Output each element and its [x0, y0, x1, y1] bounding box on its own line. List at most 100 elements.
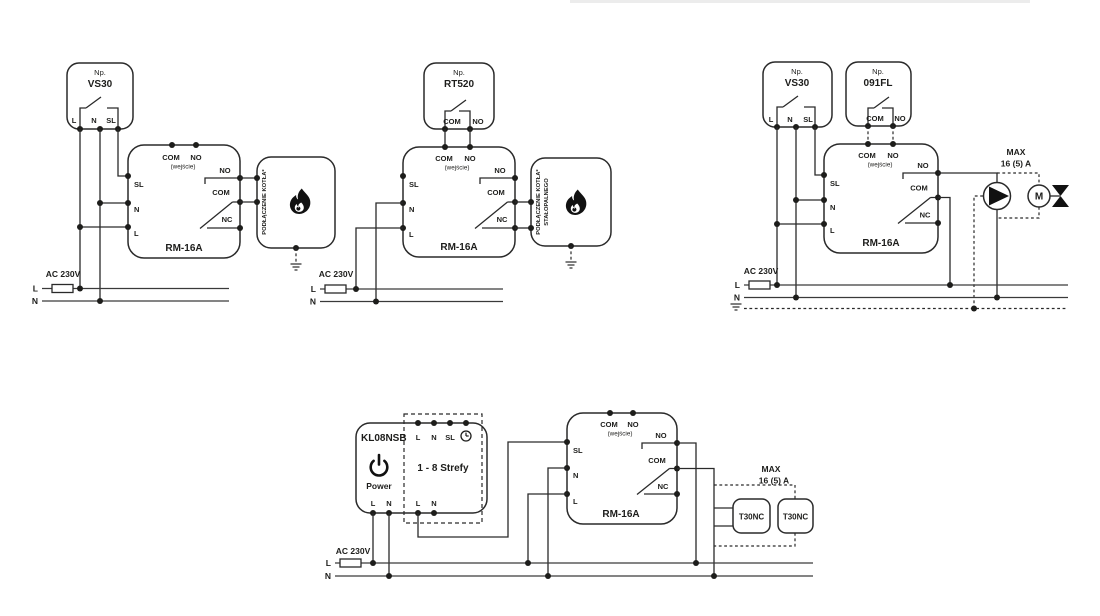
fuse	[324, 284, 347, 294]
relay-out-nc: NC	[658, 482, 669, 491]
thermostat-model-label: RT520	[444, 79, 474, 90]
controller-model-label: KL08NSB	[361, 433, 407, 444]
switch-symbol	[776, 95, 816, 127]
relay-out-nc: NC	[222, 215, 233, 224]
wire-n	[375, 202, 403, 301]
relay-input-no: NO	[190, 153, 201, 162]
np-label: Np.	[872, 67, 884, 76]
relay-input-no: NO	[627, 420, 638, 429]
relay-term-n: N	[134, 205, 139, 214]
relay-input-com: COM	[858, 151, 876, 160]
zone-top-n-label: N	[431, 433, 436, 442]
controller-out-l-label: L	[371, 499, 376, 508]
np-label: Np.	[791, 67, 803, 76]
motor-label: M	[1035, 192, 1043, 203]
supply-label: AC 230V	[319, 269, 354, 279]
wire-l	[527, 493, 567, 563]
relay-term-sl: SL	[573, 446, 583, 455]
relay-input-no: NO	[887, 151, 898, 160]
wire-zone-to-sl	[417, 441, 567, 538]
supply-label: AC 230V	[744, 266, 779, 276]
relay-input-note: (wejście)	[171, 164, 196, 171]
motor-icon: M	[1027, 184, 1051, 208]
relay-out-no: NO	[494, 166, 505, 175]
relay-term-sl: SL	[134, 180, 144, 189]
terminal-label-com: COM	[866, 114, 884, 123]
relay-contact-symbol	[474, 177, 515, 230]
max-label-line1: MAX	[762, 464, 781, 474]
switch-symbol	[79, 96, 119, 128]
relay-module-box	[127, 144, 241, 259]
power-icon	[369, 453, 389, 477]
actuator1-label: T30NC	[739, 513, 765, 522]
fuse	[51, 283, 74, 294]
relay-input-com: COM	[162, 153, 180, 162]
relay-model-label: RM-16A	[602, 509, 639, 520]
relay-term-l: L	[134, 229, 139, 238]
terminal-label-sl: SL	[106, 116, 116, 125]
dashed-parallel-branch	[997, 172, 1040, 219]
line-n-label: N	[310, 297, 316, 307]
np-label: Np.	[94, 68, 106, 77]
boiler-label-line2: STAŁOPALNEGO	[544, 178, 550, 226]
terminal-label-sl: SL	[803, 115, 813, 124]
relay-term-sl: SL	[830, 179, 840, 188]
zone-dashed-box	[403, 413, 483, 524]
fuse	[748, 280, 771, 290]
page-top-divider	[570, 0, 1030, 3]
zones-label: 1 - 8 Strefy	[417, 463, 469, 474]
wire-no-to-l	[677, 442, 697, 563]
line-l-label: L	[735, 280, 740, 290]
max-label-line1: MAX	[1007, 147, 1026, 157]
controller-box	[355, 422, 488, 514]
supply-label: AC 230V	[336, 546, 371, 556]
zone-top-sl-label: SL	[445, 433, 455, 442]
zone-top-l-label: L	[416, 433, 421, 442]
relay-module-box	[402, 146, 516, 258]
relay-input-note: (wejście)	[868, 162, 893, 169]
relay-out-no: NO	[219, 166, 230, 175]
relay-term-l: L	[573, 497, 578, 506]
relay-input-note: (wejście)	[445, 165, 470, 172]
relay-term-l: L	[830, 226, 835, 235]
earth-icon	[564, 261, 578, 269]
terminal-label-n: N	[91, 116, 96, 125]
terminal-label-com: COM	[443, 117, 461, 126]
actuator-box-2	[777, 498, 814, 534]
relay-term-n: N	[830, 203, 835, 212]
valve-icon	[1052, 185, 1069, 207]
wire-l	[355, 227, 403, 289]
thermostat-box	[423, 62, 495, 130]
relay-out-no: NO	[917, 161, 928, 170]
wire-com-to-n	[677, 467, 715, 576]
relay-out-com: COM	[487, 188, 505, 197]
line-l-label: L	[326, 558, 331, 568]
power-label: Power	[366, 481, 392, 491]
relay-term-n: N	[573, 471, 578, 480]
dashed-second-actuator-wires	[714, 484, 796, 547]
max-label-line2: 16 (5) A	[759, 476, 789, 486]
relay-model-label: RM-16A	[440, 242, 477, 253]
terminal-label-no: NO	[472, 117, 483, 126]
relay-input-no: NO	[464, 154, 475, 163]
controller-out-n-label: N	[386, 499, 391, 508]
max-label-line2: 16 (5) A	[1001, 159, 1031, 169]
relay-out-nc: NC	[497, 215, 508, 224]
sensor-model-label: 091FL	[864, 78, 893, 89]
relay-input-com: COM	[600, 420, 618, 429]
zone-bottom-l-label: L	[416, 499, 421, 508]
switch-symbol	[867, 96, 894, 126]
diagram-solid-fuel-boiler-connection: Np. RT520 COM NO COM NO (wejście) SL N L…	[310, 62, 612, 307]
supply-label: AC 230V	[46, 269, 81, 279]
relay-term-l: L	[409, 230, 414, 239]
relay-model-label: RM-16A	[165, 243, 202, 254]
thermostat-model-label: VS30	[88, 79, 113, 90]
switch-symbol	[444, 99, 471, 129]
relay-model-label: RM-16A	[862, 238, 899, 249]
pump-icon	[982, 181, 1012, 211]
fuse	[339, 558, 362, 568]
line-l-label: L	[311, 284, 316, 294]
relay-contact-symbol	[199, 177, 240, 230]
